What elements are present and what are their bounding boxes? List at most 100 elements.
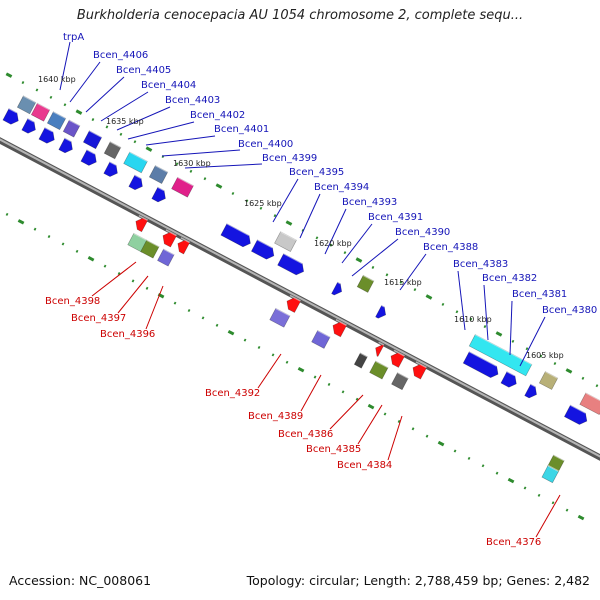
gene-arrow-plus[interactable] <box>38 126 55 144</box>
minus-strand-labels: Bcen_4398 Bcen_4397 Bcen_4396 Bcen_4392 … <box>45 296 541 548</box>
gene-label-bcen-4386[interactable]: Bcen_4386 <box>278 429 333 440</box>
gene-arrow-minus[interactable] <box>375 341 385 357</box>
gene-label-trpA[interactable]: trpA <box>63 32 84 43</box>
gene-arrow-plus[interactable] <box>151 186 166 203</box>
gene-arrow-plus[interactable] <box>58 137 73 154</box>
gene-block-minus[interactable] <box>311 329 331 349</box>
leader-line <box>145 285 164 330</box>
gene-arrow-plus[interactable] <box>250 239 275 260</box>
gene-label-bcen-4391[interactable]: Bcen_4391 <box>368 212 423 223</box>
gene-label-bcen-4382[interactable]: Bcen_4382 <box>482 273 537 284</box>
tick-dot <box>133 140 137 144</box>
gene-block-plus[interactable] <box>30 102 51 122</box>
tick-major <box>355 257 363 263</box>
gene-block-plus[interactable] <box>82 130 103 150</box>
gene-arrow-plus[interactable] <box>103 161 118 177</box>
gene-block-plus[interactable] <box>103 141 122 160</box>
gene-label-bcen-4390[interactable]: Bcen_4390 <box>395 227 450 238</box>
gene-arrow-minus[interactable] <box>332 319 348 338</box>
gene-label-bcen-4385[interactable]: Bcen_4385 <box>306 444 361 455</box>
gene-block-plus[interactable] <box>356 274 375 293</box>
gene-label-bcen-4403[interactable]: Bcen_4403 <box>165 95 220 106</box>
tick-dot <box>341 390 345 394</box>
tick-dot <box>313 375 317 379</box>
gene-arrow-plus[interactable] <box>462 350 499 378</box>
gene-block-minus[interactable] <box>140 239 160 259</box>
tick-dot <box>175 162 179 166</box>
label-leader-lines <box>59 41 561 538</box>
gene-label-bcen-4397[interactable]: Bcen_4397 <box>71 313 126 324</box>
gene-label-bcen-4402[interactable]: Bcen_4402 <box>190 110 245 121</box>
gene-arrow-minus[interactable] <box>286 294 302 313</box>
gene-arrow-minus[interactable] <box>135 214 149 233</box>
gene-arrow-plus[interactable] <box>277 252 304 276</box>
gene-arrow-plus[interactable] <box>128 174 143 191</box>
tick-dot <box>245 199 249 203</box>
gene-arrow-plus[interactable] <box>524 383 537 399</box>
leader-line <box>184 163 263 169</box>
gene-label-bcen-4401[interactable]: Bcen_4401 <box>214 124 269 135</box>
gene-label-bcen-4404[interactable]: Bcen_4404 <box>141 80 196 91</box>
gene-block-plus[interactable] <box>123 151 148 174</box>
gene-label-bcen-4398[interactable]: Bcen_4398 <box>45 296 100 307</box>
gene-arrow-minus[interactable] <box>162 229 178 248</box>
gene-label-bcen-4388[interactable]: Bcen_4388 <box>423 242 478 253</box>
tick-dot <box>91 118 95 122</box>
gene-label-bcen-4396[interactable]: Bcen_4396 <box>100 329 155 340</box>
gene-arrow-plus[interactable] <box>563 404 588 425</box>
gene-arrow-plus[interactable] <box>21 117 36 134</box>
gene-label-bcen-4405[interactable]: Bcen_4405 <box>116 65 171 76</box>
gene-label-bcen-4400[interactable]: Bcen_4400 <box>238 139 293 150</box>
gene-arrow-plus[interactable] <box>500 370 517 388</box>
tick-marks <box>5 72 599 521</box>
gene-block-plus[interactable] <box>148 164 169 184</box>
gene-label-bcen-4389[interactable]: Bcen_4389 <box>248 411 303 422</box>
gene-block-minus[interactable] <box>369 360 389 380</box>
tick-dot <box>119 132 123 136</box>
gene-block-minus[interactable] <box>353 352 368 369</box>
kbp-label: 1615 kbp <box>384 278 422 287</box>
tick-dot <box>383 412 387 416</box>
leader-line <box>519 316 546 367</box>
gene-arrow-minus[interactable] <box>390 349 406 368</box>
gene-arrow-minus[interactable] <box>177 237 191 255</box>
tick-dot <box>5 212 9 216</box>
gene-block-plus[interactable] <box>46 110 67 131</box>
gene-block-minus[interactable] <box>269 307 291 328</box>
leader-line <box>91 261 137 297</box>
tick-dot <box>523 486 527 490</box>
gene-label-bcen-4393[interactable]: Bcen_4393 <box>342 197 397 208</box>
gene-block-plus[interactable] <box>579 392 600 416</box>
leader-line <box>535 494 561 538</box>
gene-block-plus[interactable] <box>468 333 533 377</box>
gene-block-minus[interactable] <box>391 371 409 391</box>
gene-block-plus[interactable] <box>171 176 194 198</box>
leader-line <box>59 41 71 91</box>
gene-label-bcen-4381[interactable]: Bcen_4381 <box>512 289 567 300</box>
gene-arrow-plus[interactable] <box>375 304 387 319</box>
gene-block-minus[interactable] <box>541 464 560 484</box>
gene-arrow-plus[interactable] <box>2 107 19 125</box>
gene-block-plus[interactable] <box>16 95 37 115</box>
gene-label-bcen-4384[interactable]: Bcen_4384 <box>337 460 392 471</box>
gene-arrow-plus[interactable] <box>220 222 251 248</box>
gene-arrow-plus[interactable] <box>80 149 97 166</box>
tick-dot <box>355 397 359 401</box>
gene-label-bcen-4394[interactable]: Bcen_4394 <box>314 182 369 193</box>
gene-label-bcen-4399[interactable]: Bcen_4399 <box>262 153 317 164</box>
gene-label-bcen-4392[interactable]: Bcen_4392 <box>205 388 260 399</box>
map-title: Burkholderia cenocepacia AU 1054 chromos… <box>76 8 524 23</box>
gene-label-bcen-4406[interactable]: Bcen_4406 <box>93 50 148 61</box>
gene-label-bcen-4383[interactable]: Bcen_4383 <box>453 259 508 270</box>
tick-major <box>87 256 95 262</box>
gene-block-plus[interactable] <box>62 119 81 138</box>
gene-arrow-plus[interactable] <box>331 281 343 296</box>
gene-label-bcen-4380[interactable]: Bcen_4380 <box>542 305 597 316</box>
gene-label-bcen-4376[interactable]: Bcen_4376 <box>486 537 541 548</box>
gene-block-plus[interactable] <box>538 370 559 390</box>
gene-block-plus[interactable] <box>274 230 297 252</box>
gene-arrow-minus[interactable] <box>412 361 428 380</box>
gene-block-minus[interactable] <box>157 248 175 267</box>
tick-major <box>495 331 503 337</box>
gene-label-bcen-4395[interactable]: Bcen_4395 <box>289 167 344 178</box>
